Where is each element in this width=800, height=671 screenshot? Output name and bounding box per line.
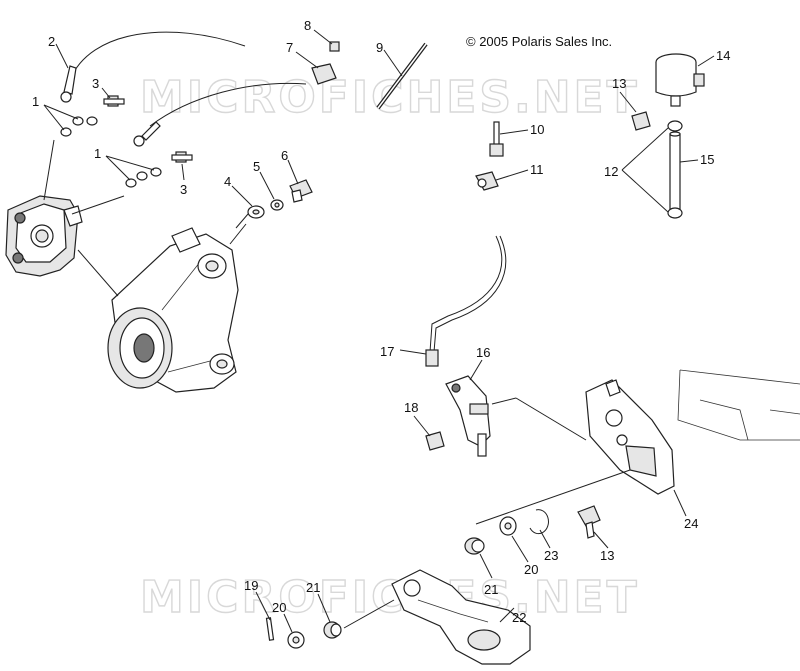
callout-1-upper: 1 <box>32 94 39 109</box>
bushing-21-lower <box>323 621 342 639</box>
callout-18: 18 <box>404 400 418 415</box>
brake-caliper <box>5 195 83 277</box>
cotter-pin-19 <box>265 617 275 641</box>
callout-11: 11 <box>530 162 544 177</box>
callout-17: 17 <box>380 344 394 359</box>
watermark-bottom: MICROFICHES.NET <box>140 572 640 623</box>
hose-15 <box>669 131 681 211</box>
spindle-housing <box>107 227 239 393</box>
brake-line-fitting <box>63 65 77 95</box>
brake-pedal-22 <box>391 569 531 665</box>
callout-9: 9 <box>376 40 383 55</box>
bolt-13-lower <box>577 505 601 539</box>
bolt-13-upper <box>631 111 651 131</box>
callout-15: 15 <box>700 152 714 167</box>
watermark-top: MICROFICHES.NET <box>140 72 640 123</box>
master-cylinder-16 <box>445 375 491 457</box>
callout-24: 24 <box>684 516 698 531</box>
callout-13-lower: 13 <box>600 548 614 563</box>
callout-2: 2 <box>48 34 55 49</box>
frame-section <box>677 369 800 441</box>
bolt-18 <box>425 431 445 451</box>
clamp-12-lower <box>667 207 683 219</box>
callout-21-upper: 21 <box>484 582 498 597</box>
pin-10 <box>489 121 504 157</box>
callout-14: 14 <box>716 48 730 63</box>
callout-7: 7 <box>286 40 293 55</box>
bolt-6 <box>289 179 313 203</box>
callout-labels: 2 1 3 1 3 4 5 6 7 8 9 10 11 12 13 14 15 … <box>32 18 730 625</box>
fluid-reservoir-14 <box>655 53 705 107</box>
callout-3-upper: 3 <box>92 76 99 91</box>
callout-21-lower: 21 <box>306 580 320 595</box>
callout-20-upper: 20 <box>524 562 538 577</box>
clamp-12-upper <box>667 120 683 132</box>
mounting-bracket-24 <box>585 379 675 495</box>
callout-16: 16 <box>476 345 490 360</box>
callout-8: 8 <box>304 18 311 33</box>
copyright-text: © 2005 Polaris Sales Inc. <box>466 34 612 49</box>
callout-3-lower: 3 <box>180 182 187 197</box>
callout-6: 6 <box>281 148 288 163</box>
callout-13-upper: 13 <box>612 76 626 91</box>
banjo-bolt-lower <box>171 151 193 163</box>
callout-22: 22 <box>512 610 526 625</box>
screw-8 <box>329 41 340 52</box>
callout-19: 19 <box>244 578 258 593</box>
callout-12: 12 <box>604 164 618 179</box>
clip-23 <box>529 509 549 535</box>
elbow-fitting-11 <box>475 171 499 191</box>
callout-20-lower: 20 <box>272 600 286 615</box>
callout-1-lower: 1 <box>94 146 101 161</box>
callout-5: 5 <box>253 159 260 174</box>
brake-line-fitting-17 <box>425 349 439 367</box>
callout-23: 23 <box>544 548 558 563</box>
bushing-21-upper <box>464 537 485 555</box>
banjo-bolt-upper <box>103 95 125 107</box>
callout-10: 10 <box>530 122 544 137</box>
washers-left-lower <box>125 167 162 188</box>
leader-lines <box>43 29 715 633</box>
clip-7 <box>311 63 337 85</box>
washers-left-upper <box>60 116 98 137</box>
callout-4: 4 <box>224 174 231 189</box>
